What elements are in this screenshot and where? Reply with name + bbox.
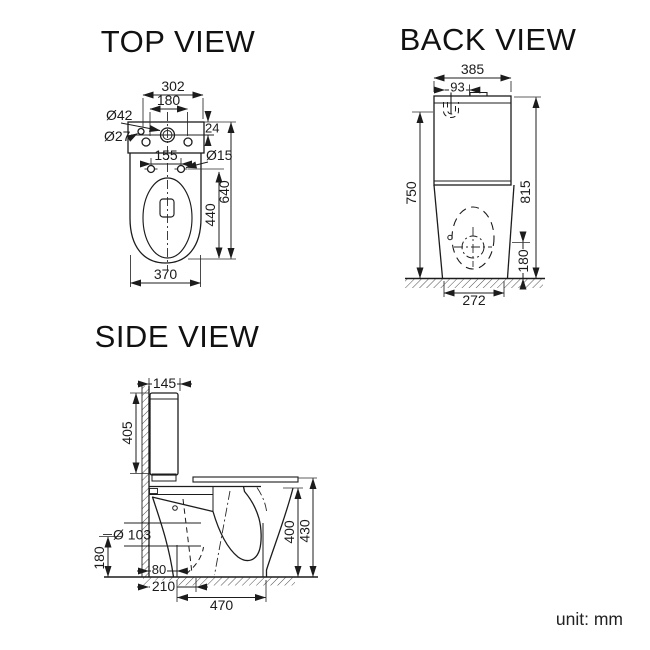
top-dim-hinge-spacing-label: 155 [154, 147, 178, 163]
top-dim-bowl-width-label: 370 [154, 266, 178, 282]
back-view-drawing: BACK VIEW 385 [400, 22, 577, 308]
side-dim-tank-height-405: 405 [119, 392, 151, 474]
side-dim-tank-height-label: 405 [119, 421, 135, 445]
side-view-title: SIDE VIEW [95, 319, 260, 354]
back-dim-inlet-offset-label: 93 [450, 80, 464, 95]
side-dim-outlet-wall-label: 80 [152, 562, 166, 577]
back-dim-inlet-height-750: 750 [403, 111, 433, 279]
side-dim-outlet-wall-80: 80 [137, 562, 188, 577]
side-dim-trap-distance-label: 210 [152, 578, 176, 594]
top-dim-d15-label: Ø15 [206, 147, 233, 163]
top-dim-hole-spacing-180: 180 [149, 92, 188, 136]
top-dim-hinge-d15: Ø15 [185, 147, 233, 169]
top-dim-bowl-width-370: 370 [130, 255, 201, 287]
top-dim-bowl-length-label: 440 [202, 203, 218, 227]
top-dim-lid-24: 24 [204, 111, 236, 146]
side-dim-trap-distance-210: 210 [137, 578, 208, 594]
back-view-title: BACK VIEW [400, 22, 577, 57]
back-dim-total-height-815: 815 [514, 96, 541, 279]
side-dim-tank-depth-label: 145 [153, 375, 177, 391]
back-dim-total-height-label: 815 [517, 180, 533, 204]
back-dim-base-width-272: 272 [443, 281, 505, 308]
side-dim-outlet-height-180: 180 [91, 536, 122, 577]
side-dim-rim-height-label: 400 [281, 520, 297, 544]
back-dim-tank-width-label: 385 [461, 61, 485, 77]
top-view-part [127, 112, 214, 270]
top-view-drawing: TOP VIEW 302 [101, 24, 256, 287]
top-dim-width-label: 302 [161, 78, 185, 94]
back-dim-inlet-offset-93: 93 [434, 80, 481, 96]
side-dim-base-depth-470: 470 [176, 580, 267, 613]
top-dim-lid-label: 24 [205, 121, 219, 136]
top-dim-d42-label: Ø42 [106, 107, 133, 123]
top-dim-total-length-640: 640 [216, 122, 235, 259]
top-dim-d27-label: Ø27 [104, 128, 131, 144]
top-view-title: TOP VIEW [101, 24, 256, 59]
top-dim-hole-d42: Ø42 [106, 107, 161, 132]
top-dim-hinge-155: 155 [140, 147, 192, 168]
unit-note: unit: mm [556, 609, 623, 629]
back-dim-base-width-label: 272 [462, 292, 486, 308]
side-view-part [104, 386, 318, 586]
top-dim-hole-spacing-label: 180 [157, 92, 181, 108]
top-dim-width-302: 302 [142, 78, 204, 127]
side-dim-rim-height-400: 400 [281, 487, 303, 577]
top-dim-hole-d27: Ø27 [104, 128, 138, 144]
side-dim-base-depth-label: 470 [210, 597, 234, 613]
side-dim-seat-height-430: 430 [297, 478, 317, 577]
back-dim-tank-width-385: 385 [433, 61, 512, 92]
top-dim-bowl-length-440: 440 [188, 168, 236, 260]
side-dim-outlet-diameter-label: Ø 103 [113, 527, 151, 543]
back-dim-inlet-height-label: 750 [403, 181, 419, 205]
back-dim-outlet-height-label: 180 [515, 249, 531, 273]
back-dim-outlet-height-180: 180 [512, 231, 531, 290]
side-dim-outlet-height-label: 180 [91, 546, 107, 570]
side-view-drawing: SIDE VIEW [91, 319, 318, 613]
side-dim-outlet-diameter-103: Ø 103 [103, 527, 151, 543]
top-dim-total-length-label: 640 [216, 180, 232, 204]
side-dim-seat-height-label: 430 [297, 519, 313, 543]
back-view-part [405, 89, 545, 288]
side-dim-tank-depth-145: 145 [137, 375, 192, 391]
